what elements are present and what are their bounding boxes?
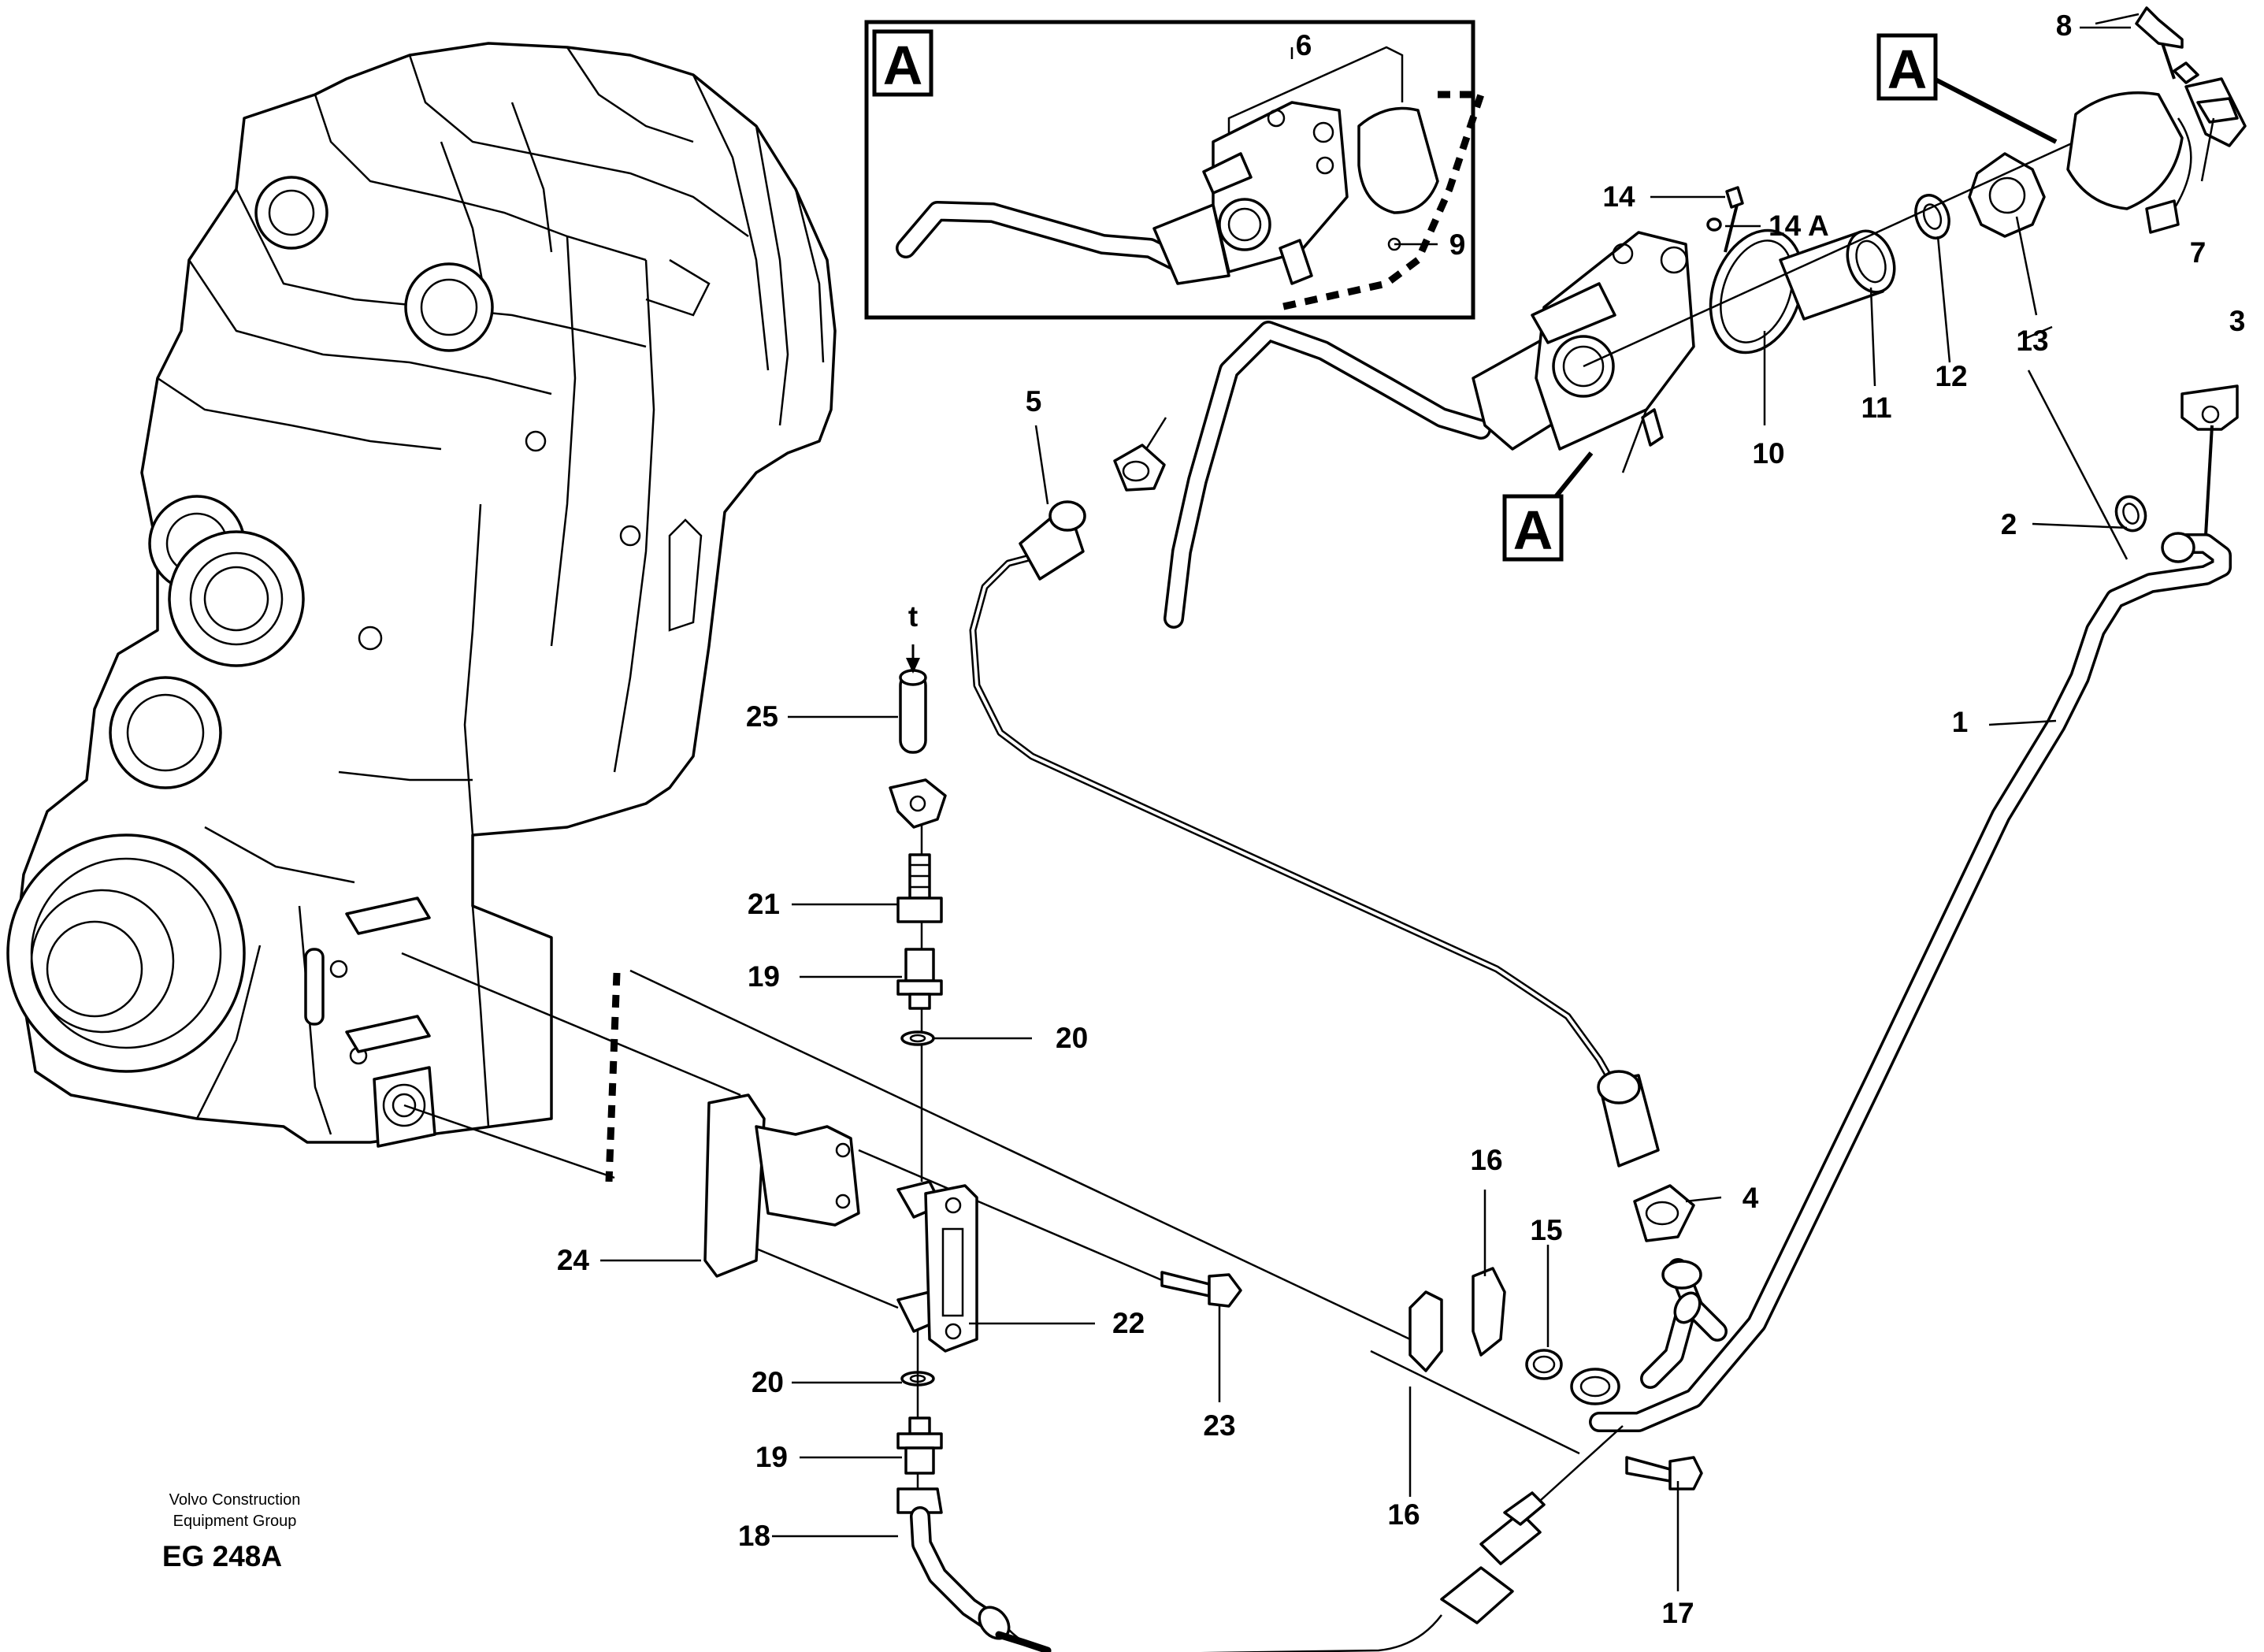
callout-11: 11	[1861, 392, 1891, 424]
view-marker-label: A	[1513, 499, 1553, 561]
callout-6: 6	[1296, 29, 1312, 61]
detail-inset: A 6 9	[864, 20, 1486, 320]
mounting-bracket	[703, 1093, 1242, 1353]
callout-19-lower: 19	[755, 1441, 788, 1473]
filter-assembly: A A	[1164, 6, 2247, 629]
callout-3: 3	[2229, 305, 2246, 337]
callout-20-upper: 20	[1056, 1022, 1088, 1054]
callout-13: 13	[2016, 325, 2048, 357]
sheet-id: EG 248A	[162, 1540, 282, 1572]
callout-18: 18	[738, 1520, 770, 1552]
callout-16-upper: 16	[1470, 1144, 1502, 1176]
callout-1: 1	[1952, 706, 1969, 738]
callout-8: 8	[2056, 9, 2073, 42]
callout-14a: 14 A	[1769, 210, 1829, 242]
section-marker-label: A	[1887, 39, 1928, 100]
callout-16-lower: 16	[1387, 1498, 1420, 1531]
callout-22: 22	[1112, 1307, 1145, 1339]
callout-12: 12	[1935, 360, 1967, 392]
callout-24: 24	[557, 1244, 590, 1276]
callout-19-upper: 19	[748, 960, 780, 993]
credit-line-1: Volvo Construction	[169, 1491, 301, 1509]
callouts: 1 2 3 4 5 7 8 10 11 12 13 14 14 A 15 16 …	[557, 9, 2245, 1629]
callout-21: 21	[748, 888, 780, 920]
return-pipe	[1570, 384, 2239, 1432]
callout-7: 7	[2190, 236, 2206, 269]
hose-loop	[969, 417, 1728, 1389]
callout-10: 10	[1752, 437, 1784, 470]
inset-label: A	[883, 35, 923, 96]
callout-5: 5	[1026, 385, 1042, 418]
callout-4: 4	[1743, 1182, 1759, 1214]
callout-20-lower: 20	[752, 1366, 784, 1398]
housing-pointer-lines	[401, 952, 1411, 1341]
callout-leaders	[600, 13, 2215, 1591]
callout-15: 15	[1530, 1214, 1562, 1246]
transmission-housing	[6, 42, 837, 1148]
pipe-bracket	[1370, 1267, 1580, 1455]
callout-23: 23	[1203, 1409, 1235, 1442]
callout-9: 9	[1449, 228, 1466, 261]
hose-fittings	[889, 669, 1703, 1652]
credit-line-2: Equipment Group	[173, 1513, 297, 1530]
callout-17: 17	[1661, 1597, 1694, 1629]
flow-marker: t	[908, 600, 918, 633]
credit-block: Volvo Construction Equipment Group EG 24…	[162, 1491, 300, 1572]
callout-14: 14	[1602, 180, 1635, 213]
callout-2: 2	[2001, 508, 2017, 540]
callout-25: 25	[746, 700, 778, 733]
